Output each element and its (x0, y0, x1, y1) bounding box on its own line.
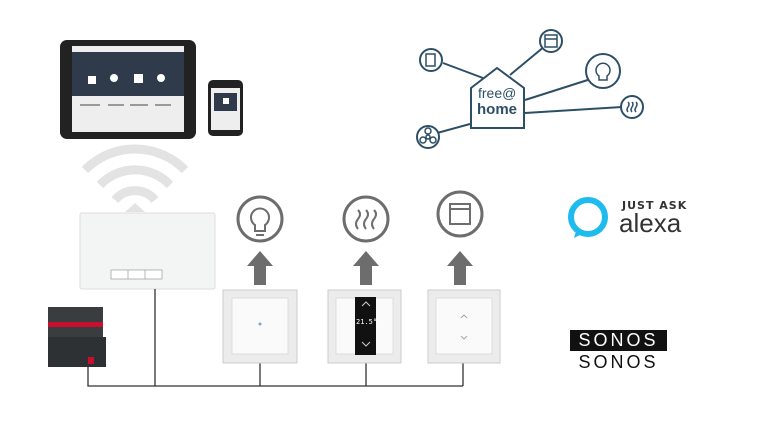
blinds-icon (436, 190, 484, 238)
alexa-tagline: JUST ASK (622, 199, 688, 212)
freeathome-logo-line1: free@ (478, 85, 517, 101)
lightbulb-icon (585, 53, 621, 89)
system-access-point (79, 212, 216, 290)
smartphone (208, 80, 243, 136)
freeathome-network (416, 29, 644, 149)
door-icon (419, 48, 443, 72)
sonos-logo: SONOS (578, 352, 659, 372)
lightbulb-icon (236, 195, 284, 243)
fan-icon (416, 125, 440, 149)
blinds-icon (539, 29, 563, 53)
bus-line (87, 289, 464, 387)
wifi-icon (81, 144, 189, 212)
freeathome-logo-line2: home (477, 101, 518, 118)
alexa-ring-icon (568, 197, 608, 238)
arrows (247, 251, 473, 285)
power-supply (48, 307, 106, 367)
house-icon (470, 66, 525, 129)
sonos-logo-inverted: SONOS (570, 330, 667, 351)
light-switch (222, 289, 298, 364)
tablet (60, 40, 196, 139)
alexa-logo-text: alexa (619, 208, 682, 238)
thermostat-switch (327, 289, 402, 364)
blind-switch (427, 289, 501, 364)
thermostat-display: 21.5°C (356, 318, 382, 326)
